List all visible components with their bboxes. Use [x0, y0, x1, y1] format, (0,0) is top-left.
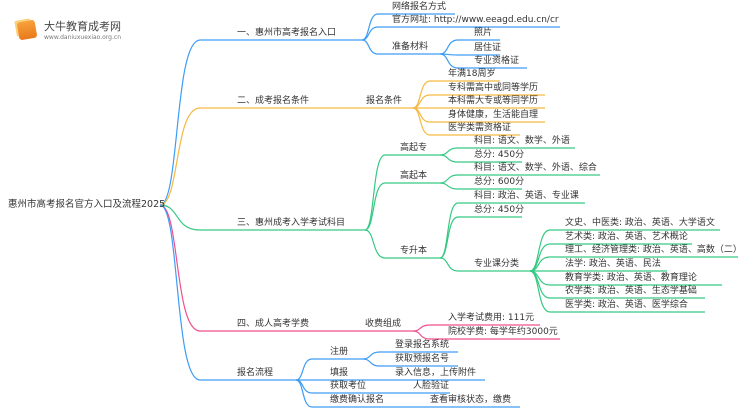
logo-name: 大牛教育成考网 [44, 20, 121, 33]
leaf: 总分: 450分 [474, 150, 525, 160]
leaf: 登录报名系统 [395, 340, 450, 350]
topic-pay: 缴费确认报名 [330, 395, 385, 405]
topic-seat: 获取考位 [330, 381, 367, 391]
topic-gqz-connector [364, 154, 440, 231]
leaf-connector [439, 216, 522, 259]
branch-entry-connector [159, 39, 362, 206]
branch-conditions: 二、成考报名条件 [237, 96, 310, 106]
leaf: 总分: 600分 [474, 177, 525, 187]
leaf: 教育学类: 政治、英语、教育理论 [565, 273, 697, 283]
leaf-connector [439, 53, 500, 56]
topic-conditions: 报名条件 [366, 96, 403, 106]
topic-website-connector [361, 26, 560, 41]
topic-gqz: 高起专 [400, 143, 428, 153]
branch-process: 报名流程 [237, 368, 274, 378]
leaf: 身体健康，生活能自理 [448, 110, 539, 120]
leaf: 农学类: 政治、英语、生态学基础 [565, 286, 697, 296]
leaf-connector [529, 270, 705, 313]
topic-fees: 收费组成 [365, 319, 402, 329]
topic-gqb-connector [364, 182, 440, 231]
leaf: 专科需高中或同等学历 [448, 83, 539, 93]
branch-fees: 四、成人高考学费 [237, 319, 310, 329]
branch-subjects-connector [159, 204, 365, 231]
leaf: 科目: 语文、数学、外语、综合 [474, 163, 597, 173]
book-icon [16, 19, 38, 40]
leaf-connector [439, 182, 522, 190]
branch-fees-connector [159, 204, 362, 332]
leaf: 医学类需资格证 [448, 123, 512, 133]
logo: 大牛教育成考网 www.daniuxuexiao.org.cn [16, 18, 121, 41]
leaf: 医学类: 政治、英语、医学综合 [565, 300, 688, 310]
leaf: 总分: 450分 [474, 205, 525, 215]
leaf-connector [412, 107, 520, 136]
leaf: 本科需大专或等同学历 [448, 96, 539, 106]
topic-register-connector [295, 358, 363, 381]
leaf: 法学: 政治、英语、民法 [565, 259, 661, 269]
leaf: 查看审核状态，缴费 [430, 395, 512, 405]
leaf: 年满18周岁 [448, 69, 496, 79]
leaf: 照片 [474, 28, 493, 38]
leaf-connector [439, 154, 522, 163]
topic-fill: 填报 [330, 368, 349, 378]
leaf: 理工、经济管理类: 政治、英语、高数（二） [565, 245, 742, 255]
topic-course-categories-connector [439, 257, 530, 272]
topic-online: 网络报名方式 [392, 2, 447, 12]
branch-conditions-connector [159, 107, 362, 206]
logo-url: www.daniuxuexiao.org.cn [44, 34, 121, 41]
topic-gqb: 高起本 [400, 171, 428, 181]
topic-website: 官方网址: http://www.eeagd.edu.cn/cr [392, 15, 559, 25]
leaf-connector [412, 330, 560, 340]
root-topic: 惠州市高考报名官方入口及流程2025 [8, 199, 166, 210]
leaf: 录入信息，上传附件 [395, 368, 477, 378]
leaf: 获取预报名号 [395, 354, 450, 364]
topic-zsb: 专升本 [400, 246, 428, 256]
leaf: 入学考试费用: 111元 [448, 313, 535, 323]
leaf: 艺术类: 政治、英语、艺术概论 [565, 232, 688, 242]
leaf: 科目: 政治、英语、专业课 [474, 191, 579, 201]
leaf: 文史、中医类: 政治、英语、大学语文 [565, 218, 715, 228]
topic-materials-connector [361, 39, 440, 55]
branch-subjects: 三、惠州成考入学考试科目 [237, 218, 346, 228]
leaf-connector [362, 358, 458, 367]
leaf: 院校学费: 每学年约3000元 [448, 327, 558, 337]
topic-pay-connector [295, 379, 425, 408]
topic-zsb-connector [364, 229, 440, 259]
leaf: 人脸验证 [413, 381, 450, 391]
topic-materials: 准备材料 [392, 42, 429, 52]
leaf: 专业资格证 [474, 56, 520, 66]
leaf: 居住证 [474, 43, 502, 53]
leaf: 科目: 语文、数学、外语 [474, 136, 570, 146]
branch-entry: 一、惠州市高考报名入口 [237, 28, 337, 38]
branch-process-connector [159, 204, 296, 381]
leaf-connector [439, 53, 527, 69]
topic-course-categories: 专业课分类 [474, 259, 520, 269]
topic-register: 注册 [330, 347, 349, 357]
